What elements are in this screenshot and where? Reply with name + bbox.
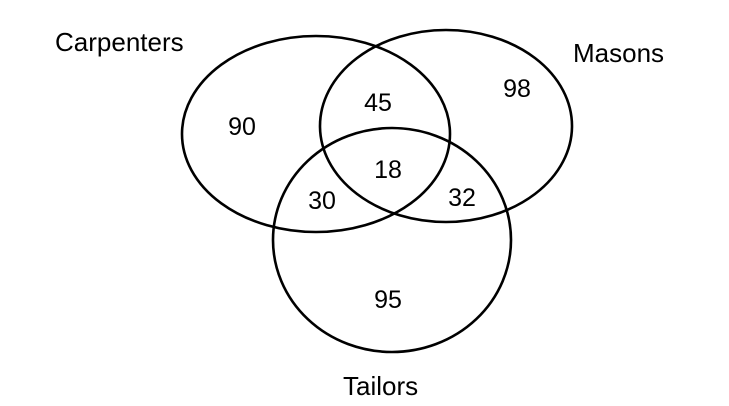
masons-only-count: 98 — [503, 75, 531, 103]
masons-tailors-count: 32 — [448, 184, 476, 212]
masons-circle — [318, 28, 574, 224]
masons-label: Masons — [573, 38, 664, 68]
carpenters-circle — [180, 34, 452, 234]
tailors-only-count: 95 — [374, 286, 402, 314]
all-three-count: 18 — [374, 156, 402, 184]
carpenters-masons-count: 45 — [364, 89, 392, 117]
tailors-label: Tailors — [343, 371, 418, 401]
carpenters-only-count: 90 — [228, 113, 256, 141]
tailors-circle — [271, 126, 513, 354]
carpenters-label: Carpenters — [55, 27, 184, 57]
carpenters-tailors-count: 30 — [308, 187, 336, 215]
